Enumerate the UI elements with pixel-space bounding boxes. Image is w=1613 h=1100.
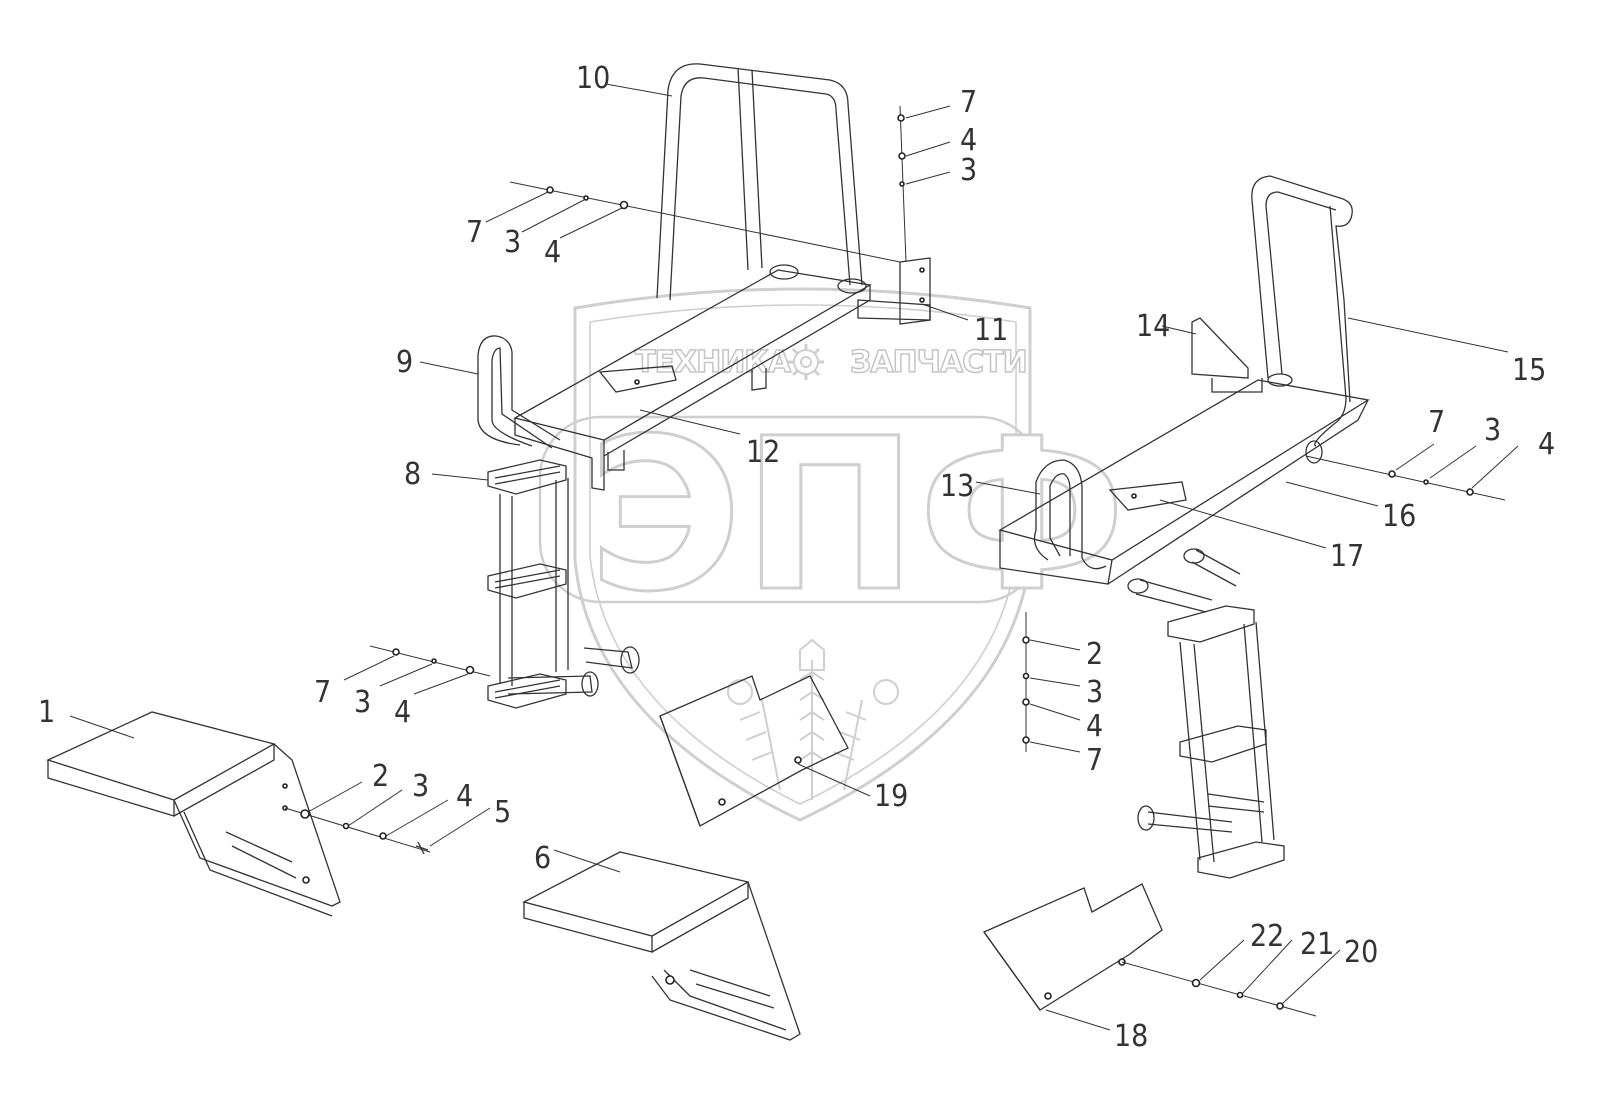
callout-3: 3 [412,769,429,804]
part-12-left-platform [513,269,872,491]
callout-3: 3 [354,685,371,720]
callout-22: 22 [1250,919,1284,954]
callout-7: 7 [466,215,483,250]
callout-9: 9 [396,345,413,380]
callout-11: 11 [974,313,1008,348]
part-9-left-handle [477,335,561,449]
callout-10: 10 [576,61,610,96]
callout-4: 4 [544,235,561,270]
watermark-monogram: ЭПФ [588,393,1126,638]
part-10-rear-handrail [656,63,867,301]
callout-7: 7 [1428,405,1445,440]
callout-1: 1 [38,695,55,730]
callout-4: 4 [960,123,977,158]
callout-4: 4 [456,779,473,814]
callout-6: 6 [534,841,551,876]
fastener-axes [284,105,1506,1017]
part-8-left-ladder [487,459,640,709]
callout-8: 8 [404,457,421,492]
part-15-right-handrail [1251,175,1353,447]
callout-13: 13 [940,469,974,504]
part-13-right-handle [1033,459,1107,570]
callout-4: 4 [1086,709,1103,744]
part-14-right-bracket [1191,317,1263,393]
part-6-centre-footstep [522,851,801,1041]
callout-17: 17 [1330,539,1364,574]
part-1-left-footstep [46,711,341,917]
callout-20: 20 [1344,935,1378,970]
part-16-right-platform [998,379,1370,585]
leader-lines [69,83,1519,1031]
callout-18: 18 [1114,1019,1148,1054]
watermark-right-word: ЗАПЧАСТИ [850,345,1027,380]
callout-7: 7 [1086,743,1103,778]
callout-14: 14 [1136,309,1170,344]
watermark-shield [573,287,1032,822]
callout-12: 12 [746,435,780,470]
right-ladder [1127,548,1285,879]
callout-4: 4 [394,695,411,730]
callout-19: 19 [874,779,908,814]
part-19-plate [659,675,849,827]
callout-labels: 10 7 4 3 7 3 4 11 14 15 9 12 8 13 7 3 4 … [38,61,1555,1054]
callout-15: 15 [1512,353,1546,388]
watermark-left-word: ТЕХНИКА [635,345,792,380]
callout-7: 7 [960,85,977,120]
callout-3: 3 [1484,413,1501,448]
callout-16: 16 [1382,499,1416,534]
part-18-plate [983,883,1163,1011]
callout-21: 21 [1300,927,1334,962]
wheat-icon [727,638,899,800]
callout-7: 7 [314,675,331,710]
callout-2: 2 [1086,637,1103,672]
callout-5: 5 [494,795,511,830]
callout-3: 3 [504,225,521,260]
watermark: ТЕХНИКА ЗАПЧАСТИ ЭПФ [538,287,1128,822]
gear-icon [788,344,824,380]
callout-3: 3 [1086,675,1103,710]
callout-4: 4 [1538,427,1555,462]
part-11-bracket [857,257,931,325]
callout-3: 3 [960,153,977,188]
callout-2: 2 [372,759,389,794]
